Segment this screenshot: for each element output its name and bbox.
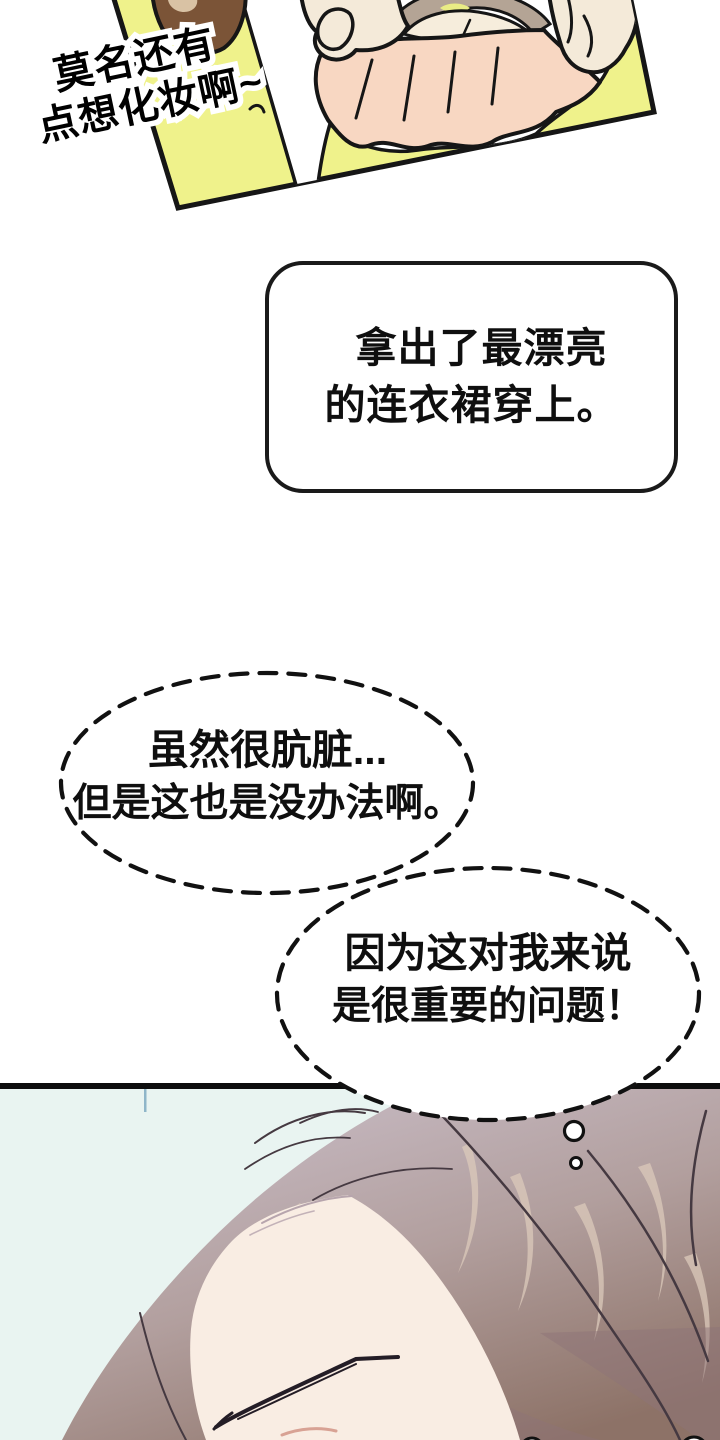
thought-bubble-1: [58, 670, 476, 896]
eyelid-line: [280, 1427, 338, 1437]
narration-line-1: 拿出了最漂亮: [355, 325, 608, 371]
right-hand-finger-lines: [564, 0, 593, 58]
thought-dot-small: [569, 1156, 583, 1170]
thought-1-line-1: 虽然很肮脏...: [147, 727, 388, 773]
narration-bubble: 拿出了最漂亮 的连衣裙穿上。: [265, 261, 678, 493]
left-thumb: [315, 7, 355, 51]
hairline-strokes: [249, 1195, 353, 1236]
thought-2-line-2: 是很重要的问题！: [331, 985, 644, 1028]
character-face: [190, 1195, 520, 1440]
narration-line-2: 的连衣裙穿上。: [324, 382, 619, 428]
thought-2-text: 因为这对我来说 是很重要的问题！: [288, 927, 688, 1034]
sketch-mark: [248, 103, 266, 114]
thought-trail-dots: [562, 1119, 586, 1170]
eyebrow: [212, 1355, 400, 1431]
dress-fold-lines: [354, 46, 500, 122]
thought-2-line-1: 因为这对我来说: [344, 930, 632, 976]
window-edge-line: [144, 1089, 147, 1112]
thought-1-line-2: 但是这也是没办法啊。: [72, 782, 463, 825]
hair-patch: [167, 0, 198, 12]
bottom-panel-art: [0, 1083, 720, 1440]
thought-bubble-2: [274, 865, 702, 1123]
top-panel-art: [111, 0, 657, 211]
thought-dot-large: [562, 1119, 586, 1143]
thought-1-text: 虽然很肮脏... 但是这也是没办法啊。: [40, 724, 495, 831]
